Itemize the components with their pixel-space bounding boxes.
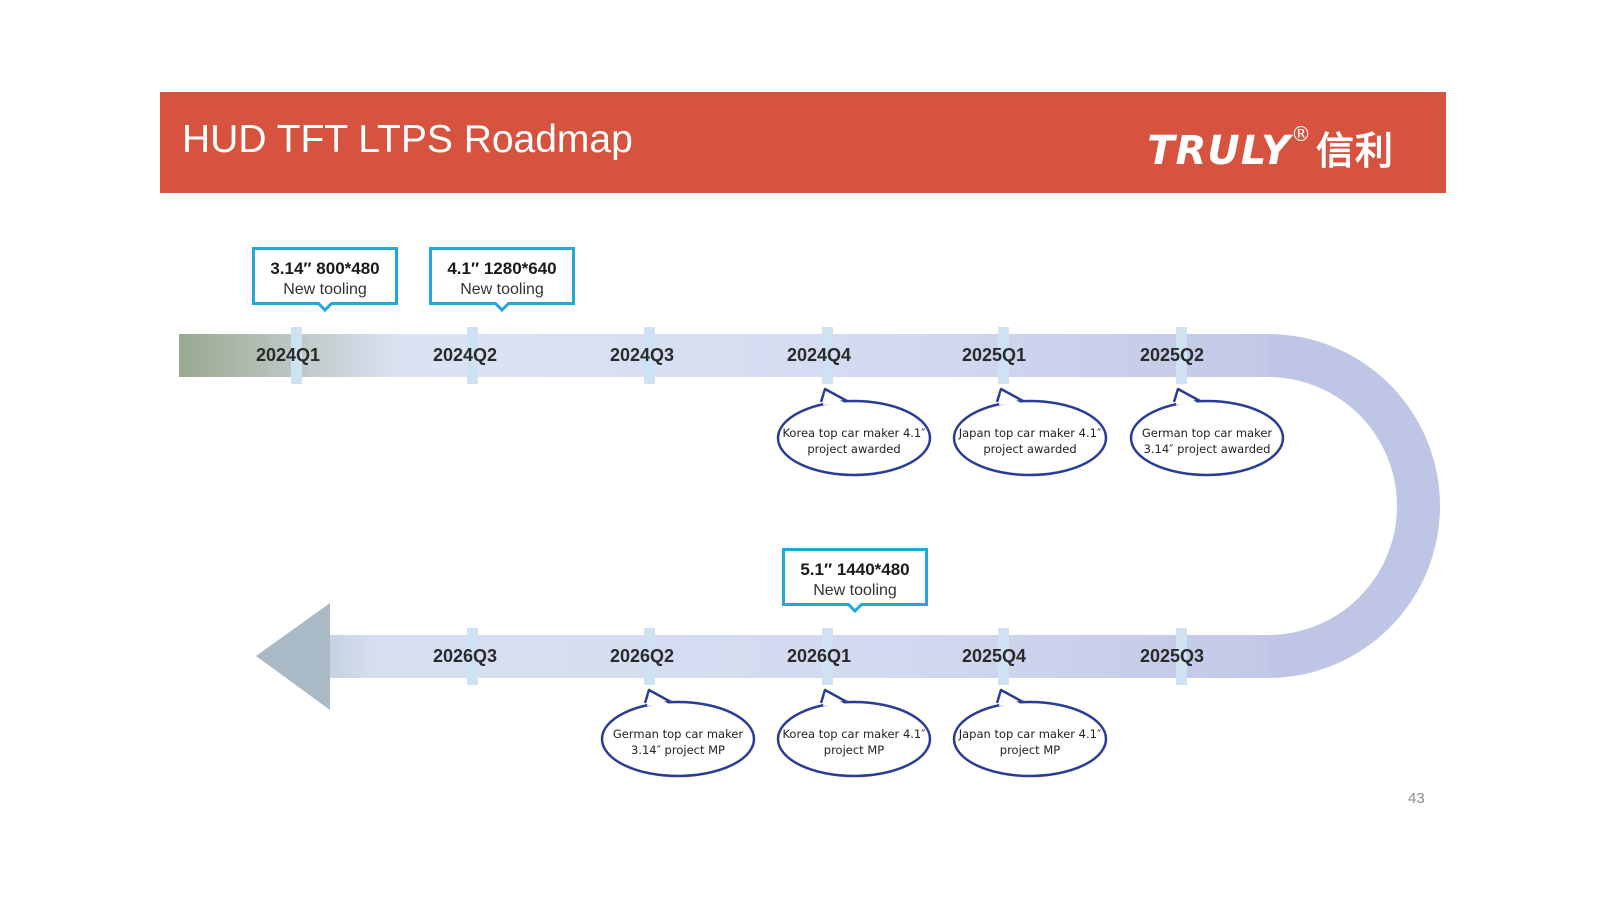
quarter-label: 2025Q2	[1139, 345, 1205, 365]
callout-sub: New tooling	[813, 582, 897, 599]
callout-spec: 4.1″ 1280*640	[447, 259, 557, 278]
logo-chinese: 信利	[1315, 129, 1394, 173]
quarter-label: 2024Q2	[432, 345, 498, 365]
milestone-bubble: Korea top car maker 4.1″project MP	[775, 688, 933, 778]
header-banner: HUD TFT LTPS Roadmap TRULY®信利	[160, 92, 1446, 193]
milestone-text: Japan top car maker 4.1″project awarded	[958, 426, 1102, 456]
milestone-bubble: Japan top car maker 4.1″project awarded	[951, 387, 1109, 477]
callout-pointer	[494, 302, 510, 312]
milestone-text: Korea top car maker 4.1″project awarded	[782, 426, 926, 456]
tooling-callout: 3.14″ 800*480 New tooling	[252, 247, 398, 312]
milestone-bubble: Korea top car maker 4.1″project awarded	[775, 387, 933, 477]
speech-bubble-shape	[952, 387, 1108, 477]
tick-marks	[291, 327, 1187, 685]
quarter-label: 2026Q1	[786, 646, 852, 666]
logo-text: TRULY	[1147, 128, 1291, 174]
callout-sub: New tooling	[460, 281, 544, 298]
u-turn-curve	[1268, 334, 1440, 678]
milestone-text: Korea top car maker 4.1″project MP	[782, 727, 926, 757]
arrow-head	[256, 603, 330, 710]
speech-bubble-shape	[952, 688, 1108, 778]
truly-logo: TRULY®信利	[1147, 120, 1394, 175]
callout-spec: 5.1″ 1440*480	[800, 560, 910, 579]
milestone-bubble: Japan top car maker 4.1″project MP	[951, 688, 1109, 778]
page-title: HUD TFT LTPS Roadmap	[182, 118, 633, 161]
page-number: 43	[1408, 790, 1425, 807]
bottom-track-bar	[328, 635, 1270, 678]
callout-spec: 3.14″ 800*480	[270, 259, 380, 278]
speech-bubble-shape	[776, 387, 932, 477]
top-track-bar	[179, 334, 1269, 377]
quarter-label: 2025Q3	[1139, 646, 1205, 666]
callout-pointer	[847, 603, 863, 613]
quarter-label: 2024Q3	[609, 345, 675, 365]
quarter-label: 2024Q1	[255, 345, 321, 365]
tooling-callout: 4.1″ 1280*640 New tooling	[429, 247, 575, 312]
quarter-label: 2025Q1	[961, 345, 1027, 365]
callout-sub: New tooling	[283, 281, 367, 298]
speech-bubble-shape	[600, 688, 756, 778]
quarter-label: 2025Q4	[961, 646, 1027, 666]
quarter-label: 2024Q4	[786, 345, 852, 365]
milestone-text: Japan top car maker 4.1″project MP	[958, 727, 1102, 757]
quarter-label: 2026Q2	[609, 646, 675, 666]
callout-pointer	[317, 302, 333, 312]
registered-mark: ®	[1290, 122, 1312, 146]
tooling-callout: 5.1″ 1440*480 New tooling	[782, 548, 928, 613]
quarter-label: 2026Q3	[432, 646, 498, 666]
speech-bubble-shape	[1129, 387, 1285, 477]
speech-bubble-shape	[776, 688, 932, 778]
